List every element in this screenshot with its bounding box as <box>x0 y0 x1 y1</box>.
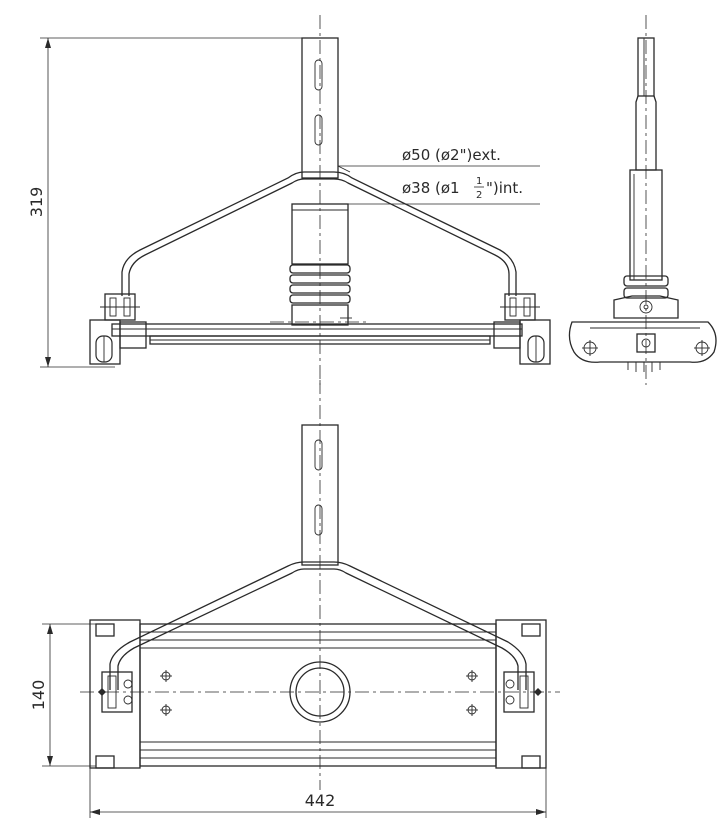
depth-dimension-label: 140 <box>29 680 48 711</box>
int-diameter-prefix: ø38 (ø1 <box>402 179 460 197</box>
width-dimension: 442 <box>89 768 547 818</box>
diameter-callouts: ø50 (ø2")ext. ø38 (ø1 1 2 ")int. <box>337 146 540 201</box>
height-dimension-label: 319 <box>27 187 46 218</box>
front-view <box>89 15 551 385</box>
int-fraction-denominator: 2 <box>476 190 482 201</box>
int-diameter-suffix: ")int. <box>486 179 523 197</box>
ext-diameter-label: ø50 (ø2")ext. <box>402 146 501 164</box>
width-dimension-label: 442 <box>305 791 336 810</box>
height-dimension: 319 <box>27 37 302 368</box>
top-view <box>80 380 560 790</box>
depth-dimension: 140 <box>29 623 96 767</box>
side-view <box>568 15 717 385</box>
int-fraction-numerator: 1 <box>476 176 482 187</box>
